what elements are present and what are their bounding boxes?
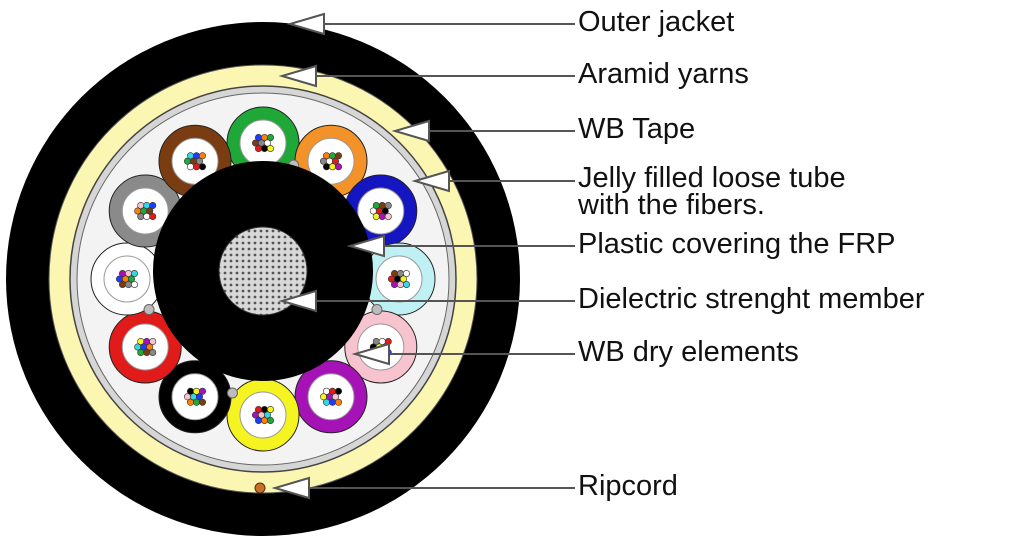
label-wb-dry-elements: WB dry elements bbox=[578, 336, 799, 368]
arrowhead-icon bbox=[278, 289, 317, 313]
fiber-bundle bbox=[252, 134, 274, 153]
leader-dielectric-member bbox=[278, 289, 575, 313]
arrowhead-icon bbox=[278, 64, 317, 88]
arrowhead-icon bbox=[271, 476, 310, 500]
fiber-bundle bbox=[134, 202, 157, 221]
label-loose-tube-line2: with the fibers. bbox=[578, 189, 765, 221]
leader-outer-jacket bbox=[286, 12, 575, 36]
leader-wb-dry-elements bbox=[351, 342, 575, 366]
dielectric-strength-member bbox=[218, 226, 308, 316]
fiber-bundle bbox=[369, 202, 392, 221]
label-loose-tube: Jelly filled loose tube with the fibers. bbox=[578, 162, 846, 221]
fiber-bundle bbox=[116, 269, 139, 288]
loose-tube-yellow bbox=[226, 378, 300, 452]
arrowhead-icon bbox=[351, 342, 390, 366]
loose-tube-black bbox=[158, 360, 232, 434]
arrowhead-icon bbox=[286, 12, 325, 36]
fiber-bundle bbox=[319, 152, 342, 171]
ripcord bbox=[254, 482, 266, 494]
fiber-bundle bbox=[252, 405, 274, 424]
label-aramid-yarns: Aramid yarns bbox=[578, 58, 749, 90]
leader-loose-tube bbox=[411, 169, 575, 193]
label-plastic-covering: Plastic covering the FRP bbox=[578, 228, 896, 260]
label-outer-jacket: Outer jacket bbox=[578, 6, 735, 38]
label-loose-tube-line1: Jelly filled loose tube bbox=[578, 162, 846, 194]
leader-plastic-covering bbox=[346, 234, 575, 258]
fiber-bundle bbox=[319, 387, 342, 406]
label-dielectric-member: Dielectric strenght member bbox=[578, 283, 925, 315]
leader-ripcord bbox=[271, 476, 575, 500]
loose-tube-green bbox=[226, 106, 300, 180]
fiber-bundle bbox=[387, 269, 410, 288]
fiber-bundle bbox=[134, 337, 157, 356]
leader-aramid-yarns bbox=[278, 64, 575, 88]
arrowhead-icon bbox=[411, 169, 450, 193]
arrowhead-icon bbox=[346, 234, 385, 258]
loose-tube-red bbox=[108, 310, 182, 384]
loose-tube-violet bbox=[294, 360, 368, 434]
loose-tube-aqua bbox=[362, 242, 436, 316]
wb-dry-element bbox=[143, 304, 155, 316]
leader-wb-tape bbox=[391, 119, 575, 143]
label-wb-tape: WB Tape bbox=[578, 113, 696, 145]
loose-tube-white bbox=[90, 242, 164, 316]
wb-dry-element bbox=[226, 387, 238, 399]
fiber-bundle bbox=[184, 387, 207, 406]
arrowhead-icon bbox=[391, 119, 430, 143]
fiber-bundle bbox=[184, 152, 207, 171]
label-ripcord: Ripcord bbox=[578, 470, 678, 502]
wb-dry-element bbox=[371, 304, 383, 316]
